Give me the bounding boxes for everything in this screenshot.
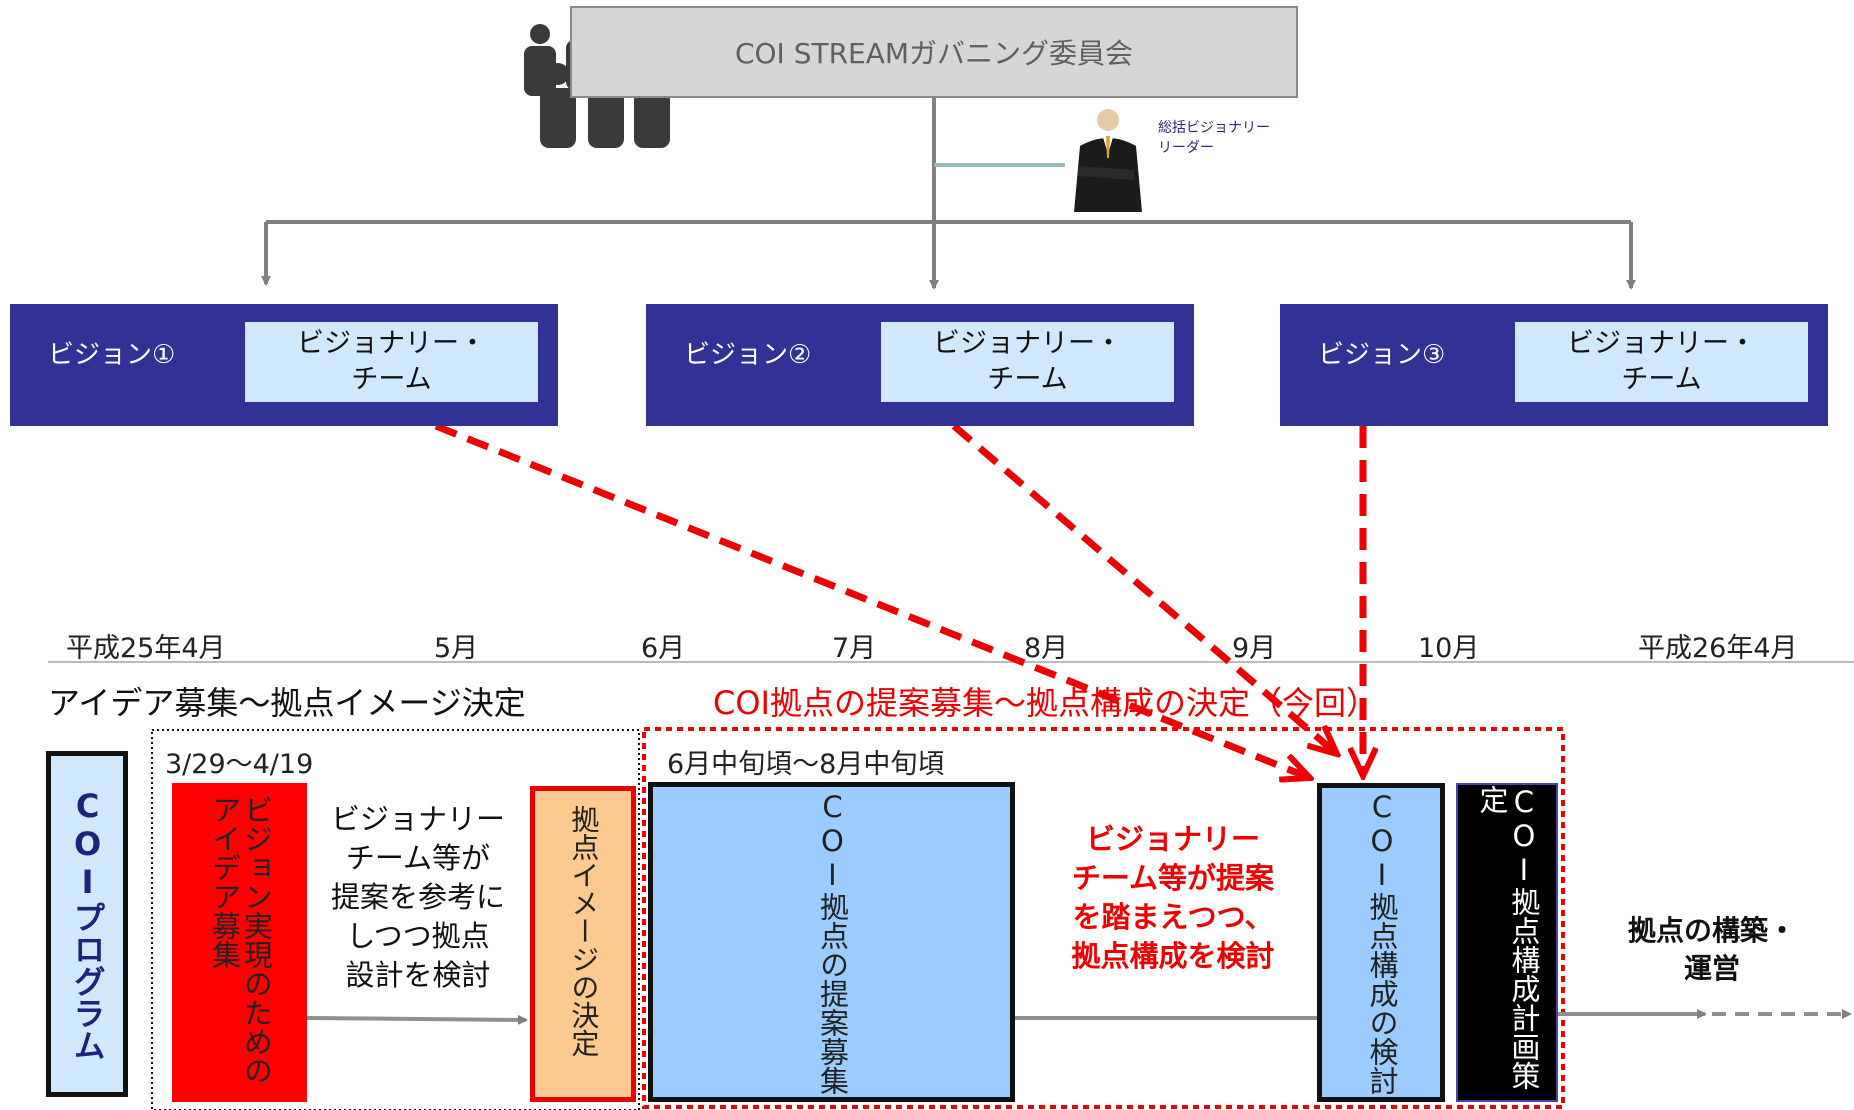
leader-icon <box>1074 109 1142 212</box>
phase2-dates: 6月中旬頃～8月中旬頃 <box>667 749 945 780</box>
phase1-dates: 3/29～4/19 <box>165 749 314 780</box>
coi-proposal-box: COI拠点の提案募集 <box>648 782 1015 1102</box>
phase1-frame <box>151 729 640 1110</box>
base-structure-review-box: COI拠点構成の検討 <box>1317 783 1445 1102</box>
month-label: 8月 <box>1024 633 1069 664</box>
vision-1-box: ビジョン① ビジョナリー・チーム <box>10 304 558 426</box>
team-note: ビジョナリー チーム等が 提案を参考に しつつ拠点 設計を検討 <box>330 802 505 992</box>
month-label: 10月 <box>1418 633 1480 664</box>
vision-2-team: ビジョナリー・チーム <box>881 322 1174 402</box>
governing-committee-box: COI STREAMガバニング委員会 <box>570 6 1298 98</box>
month-label: 平成26年4月 <box>1638 633 1798 664</box>
vision-3-label: ビジョン③ <box>1318 340 1446 370</box>
base-structure-plan-box: COI拠点構成計画策定 <box>1456 783 1558 1102</box>
vision-2-box: ビジョン② ビジョナリー・チーム <box>646 304 1194 426</box>
idea-call-box: ビジョン実現のためのアイデア募集 <box>172 783 307 1102</box>
month-label: 9月 <box>1232 633 1277 664</box>
coi-program-label: COIプログラム <box>46 751 128 1097</box>
build-operate-label: 拠点の構築・ 運営 <box>1627 914 1796 985</box>
month-label: 6月 <box>641 633 686 664</box>
vision-2-label: ビジョン② <box>684 340 812 370</box>
vision-3-team: ビジョナリー・チーム <box>1515 322 1808 402</box>
month-label: 7月 <box>832 633 877 664</box>
base-image-decision-box: 拠点イメージの決定 <box>530 786 636 1102</box>
month-label: 平成25年4月 <box>66 633 226 664</box>
red-note: ビジョナリー チーム等が提案 を踏まえつつ、 拠点構成を検討 <box>1071 822 1275 973</box>
org-chart-lines <box>261 98 1636 290</box>
phase2-heading: COI拠点の提案募集～拠点構成の決定（今回） <box>713 684 1378 722</box>
month-label: 5月 <box>434 633 479 664</box>
vision-3-box: ビジョン③ ビジョナリー・チーム <box>1280 304 1828 426</box>
phase1-heading: アイデア募集～拠点イメージ決定 <box>48 684 526 722</box>
vision-1-label: ビジョン① <box>48 340 176 370</box>
vision-1-team: ビジョナリー・チーム <box>245 322 538 402</box>
leader-label: 総括ビジョナリー リーダー <box>1158 120 1270 156</box>
committee-title: COI STREAMガバニング委員会 <box>734 37 1134 70</box>
